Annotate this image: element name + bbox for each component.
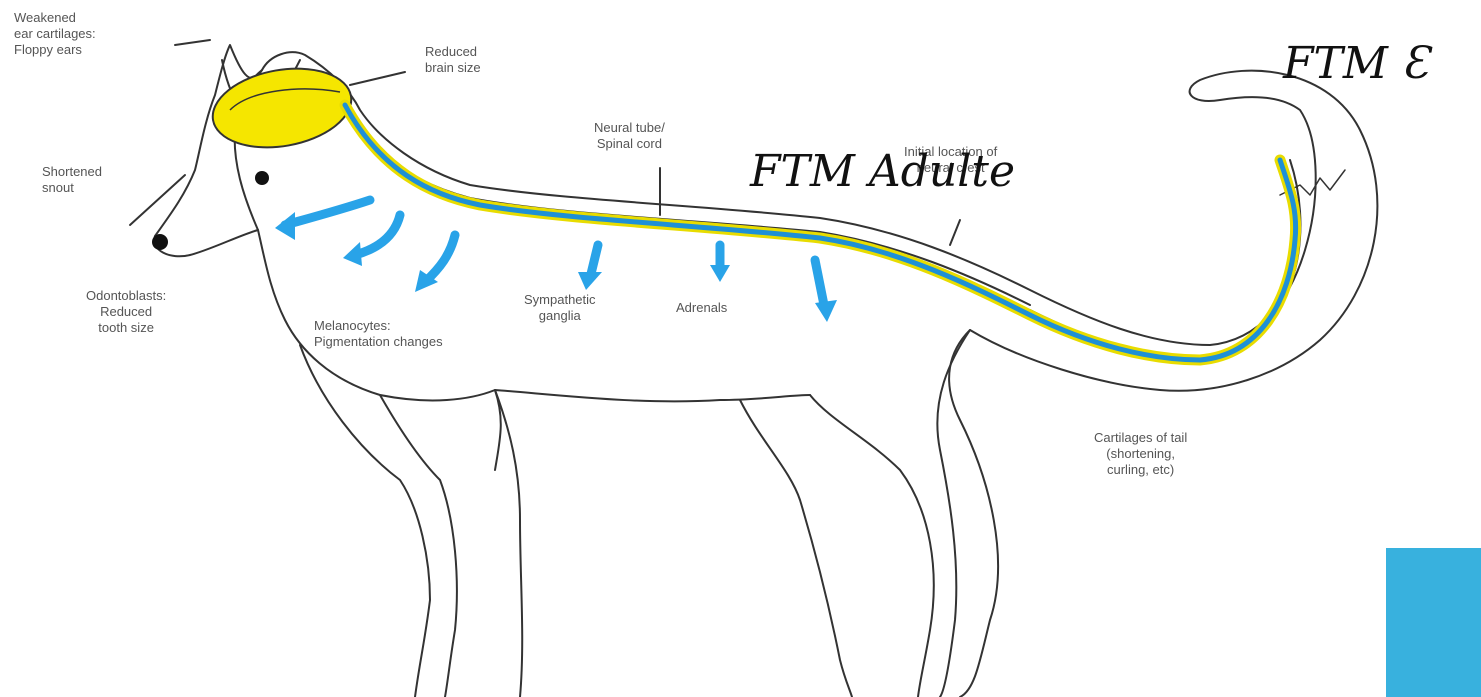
arrow-odontoblast bbox=[285, 200, 370, 225]
label-odontoblasts: Odontoblasts: Reduced tooth size bbox=[86, 288, 166, 336]
dog-front-leg-right bbox=[380, 395, 457, 697]
arrowhead-melanocyte-1 bbox=[343, 242, 362, 266]
dog-front-leg-left bbox=[300, 345, 430, 697]
label-neural-tube: Neural tube/ Spinal cord bbox=[594, 120, 665, 152]
label-cartilages-tail: Cartilages of tail (shortening, curling,… bbox=[1094, 430, 1187, 478]
label-reduced-brain: Reduced brain size bbox=[425, 44, 481, 76]
arrowhead-adrenal bbox=[710, 265, 730, 282]
overlay-ftm-adulte: FTM Adulte bbox=[750, 146, 1015, 197]
dog-belly bbox=[495, 390, 810, 401]
dog-nose bbox=[152, 234, 168, 250]
dog-hind-leg-2 bbox=[810, 395, 934, 697]
arrowhead-sympathetic bbox=[578, 272, 602, 290]
arrowhead-odontoblast bbox=[275, 212, 295, 240]
arrow-melanocyte-2 bbox=[425, 235, 455, 282]
neural-crest-pointer bbox=[950, 220, 960, 245]
arrowhead-pigment bbox=[815, 300, 837, 322]
dog-hind-leg-3 bbox=[937, 330, 970, 697]
brain-shape bbox=[206, 58, 357, 157]
label-adrenals: Adrenals bbox=[676, 300, 727, 316]
ear-pointer bbox=[175, 40, 210, 45]
label-shortened-snout: Shortened snout bbox=[42, 164, 102, 196]
dog-front-leg-3 bbox=[495, 390, 522, 697]
dog-eye bbox=[255, 171, 269, 185]
brain-pointer bbox=[350, 72, 405, 85]
label-sympathetic: Sympathetic ganglia bbox=[524, 292, 596, 324]
overlay-ftm-epsilon: FTM Ɛ bbox=[1283, 38, 1429, 89]
snout-pointer bbox=[130, 175, 185, 225]
corner-accent-block bbox=[1386, 548, 1481, 697]
dog-head-outline bbox=[154, 45, 262, 256]
dog-hind-leg-1 bbox=[740, 400, 852, 697]
label-weakened-ears: Weakened ear cartilages: Floppy ears bbox=[14, 10, 96, 58]
arrow-melanocyte-1 bbox=[355, 215, 400, 255]
dog-front-outline bbox=[258, 230, 501, 470]
label-melanocytes: Melanocytes: Pigmentation changes bbox=[314, 318, 443, 350]
